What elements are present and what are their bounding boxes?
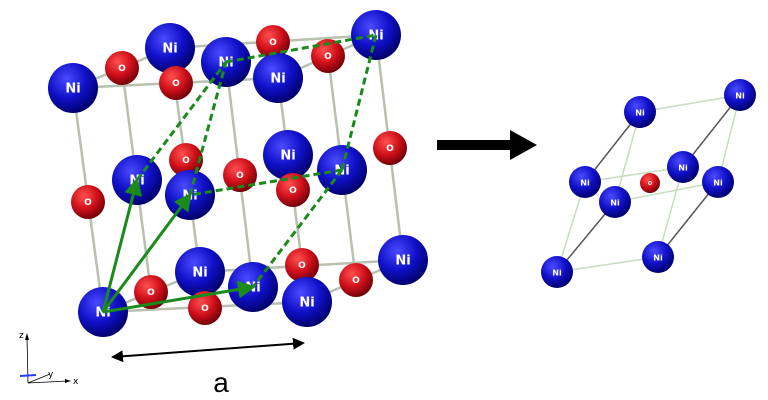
atom-label: O <box>182 156 190 166</box>
nickel-atom: Ni <box>263 130 313 180</box>
oxygen-atom: O <box>71 185 105 219</box>
atom-label: Ni <box>610 199 620 208</box>
oxygen-atom: O <box>105 51 139 85</box>
atom-label: Ni <box>735 92 745 101</box>
axis-label-x: x <box>73 377 79 387</box>
atom-label: O <box>84 198 92 208</box>
bond <box>657 181 719 258</box>
atom-label: O <box>648 181 652 187</box>
nickel-atom: Ni <box>145 23 195 73</box>
bond <box>556 256 659 273</box>
atom-label: O <box>172 79 180 89</box>
oxygen-atom: O <box>285 248 319 282</box>
atom-label: O <box>298 261 306 271</box>
oxygen-atom: O <box>134 275 168 309</box>
atom-label: O <box>352 276 360 286</box>
atom-label: O <box>269 38 277 48</box>
oxygen-atom: O <box>640 173 660 193</box>
axis-label-z: z <box>19 331 24 341</box>
primitive-vector-arrow <box>102 280 256 314</box>
nickel-atom: Ni <box>667 151 699 183</box>
axis-label-y: y <box>48 370 54 380</box>
oxygen-atom: O <box>188 291 222 325</box>
atom-label: Ni <box>162 42 177 57</box>
primitive-cell-edge <box>135 61 228 181</box>
primitive-cell-edge <box>188 61 228 196</box>
nickel-atom: Ni <box>48 63 98 113</box>
bond <box>614 181 719 203</box>
nickel-atom: Ni <box>599 186 631 218</box>
atom-label: O <box>118 64 126 74</box>
primitive-cell-edge <box>225 33 377 64</box>
atom-label: O <box>386 144 394 154</box>
lattice-constant-label: a <box>213 367 229 398</box>
atom-label: Ni <box>270 72 285 87</box>
oxygen-atom: O <box>311 39 345 73</box>
oxygen-atom: O <box>159 66 193 100</box>
atom-label: Ni <box>678 164 688 173</box>
oxygen-atom: O <box>223 158 257 192</box>
primitive-cell-edge <box>340 34 378 171</box>
bond <box>584 166 684 183</box>
nickel-atom: Ni <box>282 277 332 327</box>
nickel-atom: Ni <box>175 247 225 297</box>
nickel-atom: Ni <box>253 53 303 103</box>
axis-triad: z y x <box>19 331 79 387</box>
conventional-cell: NiNiOOONiNiONiONiOONiONiONiNiONiOONiONiN… <box>48 10 428 337</box>
oxygen-atom: O <box>276 173 310 207</box>
atom-label: Ni <box>280 149 295 164</box>
atom-label: Ni <box>713 179 723 188</box>
primitive-vector-arrow <box>101 177 142 313</box>
atom-label: O <box>289 186 297 196</box>
nickel-atom: Ni <box>724 79 756 111</box>
lattice-constant-arrow <box>111 337 305 363</box>
primitive-cell-edge <box>189 168 343 197</box>
nickel-atom: Ni <box>378 235 428 285</box>
atom-label: Ni <box>635 109 645 118</box>
atom-label: O <box>324 52 332 62</box>
primitive-vector-arrow <box>101 192 192 313</box>
atom-label: Ni <box>395 254 410 269</box>
nickel-atom: Ni <box>642 241 674 273</box>
oxygen-atom: O <box>169 143 203 177</box>
transform-arrow <box>437 130 537 160</box>
primitive-cell-outline <box>101 33 378 314</box>
nickel-atom: Ni <box>702 166 734 198</box>
bond <box>639 94 741 113</box>
nickel-atom: Ni <box>569 166 601 198</box>
atom-label: O <box>147 288 155 298</box>
atom-label: Ni <box>65 82 80 97</box>
atom-label: Ni <box>552 269 562 278</box>
atom-label: Ni <box>580 179 590 188</box>
oxygen-atom: O <box>373 131 407 165</box>
nickel-atom: Ni <box>624 96 656 128</box>
atom-label: Ni <box>299 296 314 311</box>
primitive-cell-edge <box>251 169 344 288</box>
atom-label: O <box>236 171 244 181</box>
atom-label: Ni <box>653 254 663 263</box>
atom-label: Ni <box>192 266 207 281</box>
atom-label: O <box>201 304 209 314</box>
nickel-atom: Ni <box>541 256 573 288</box>
oxygen-atom: O <box>339 263 373 297</box>
